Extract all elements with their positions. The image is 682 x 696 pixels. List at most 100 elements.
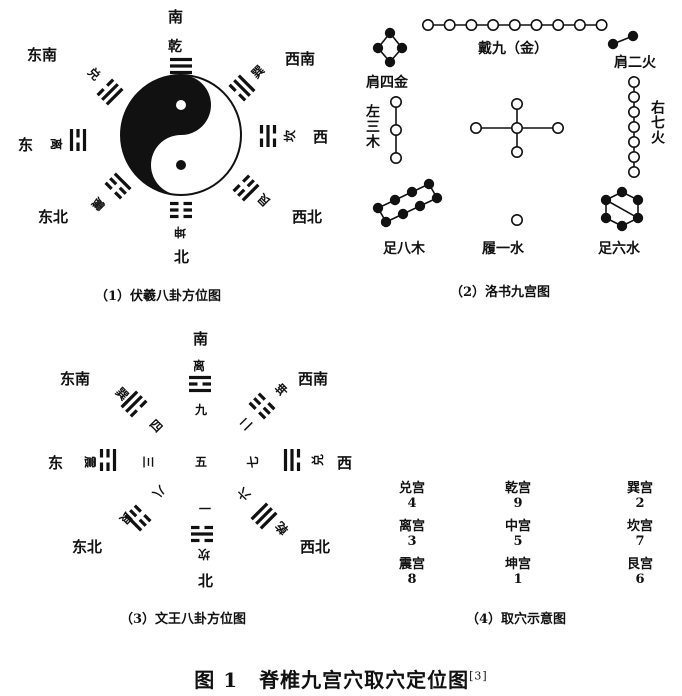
dot-nine (573, 18, 586, 31)
p1-dir-se: 东南 (27, 46, 58, 64)
connector-line (385, 197, 438, 223)
p1-trigram-name-e: 离 (49, 137, 64, 151)
taiji-yang-eye (176, 160, 186, 170)
p1-trigram-nw (232, 174, 260, 202)
palace-number: 7 (635, 533, 645, 549)
p1-dir-e: 东 (18, 136, 34, 154)
palace-number: 8 (407, 571, 417, 587)
palace-number: 1 (513, 571, 523, 587)
p1-trigram-name-s: 乾 (168, 39, 182, 55)
p3-number-w: 七 (246, 455, 261, 469)
palace-name: 巽宫 (626, 481, 653, 496)
trigram-line (76, 142, 80, 151)
dot-six (600, 212, 612, 224)
taiji-yin-half (121, 75, 211, 195)
trigram-line (125, 395, 143, 413)
p2-label-bottom-right: 足六水 (598, 241, 640, 257)
p3-dir-sw: 西南 (298, 370, 329, 388)
palace-number: 9 (513, 495, 523, 511)
p3-trigram-se (120, 390, 148, 418)
trigram-line (183, 208, 192, 212)
trigram-line (170, 208, 179, 212)
dot-seven (627, 151, 640, 164)
trigram-line (189, 388, 211, 393)
trigram-line (101, 83, 119, 101)
p3-trigram-e (99, 449, 117, 471)
trigram-line (257, 392, 266, 401)
p3-trigram-name-n: 坎 (198, 547, 211, 561)
p3-dir-nw: 西北 (300, 538, 331, 556)
p3-dir-se: 东南 (60, 370, 91, 388)
p3-trigram-sw (248, 392, 276, 420)
dot-eight (389, 194, 401, 206)
p3-caption: （3）文王八卦方位图 (120, 612, 247, 627)
trigram-line (189, 382, 198, 386)
p3-trigram-w (283, 449, 301, 471)
trigram-line (138, 518, 147, 527)
trigram-line (170, 201, 179, 206)
figure-reference: [3] (469, 669, 488, 683)
trigram-line (82, 129, 87, 151)
trigram-line (112, 449, 117, 471)
dot-eight (423, 178, 435, 190)
dot-five (510, 98, 523, 111)
dot-seven (627, 121, 640, 134)
p1-trigram-w (259, 125, 277, 147)
trigram-line (296, 462, 301, 471)
trigram-line (204, 525, 213, 530)
dot-six (632, 194, 644, 206)
p2-label-bottom-left: 足八木 (383, 241, 425, 257)
p3-trigram-ne (124, 504, 152, 532)
dot-seven (627, 166, 640, 179)
p1-trigram-s (170, 57, 192, 75)
p2-label-bottom: 履一水 (482, 241, 524, 257)
palace-name: 离宫 (398, 519, 425, 534)
trigram-line (104, 181, 113, 190)
trigram-line (259, 511, 278, 530)
p1-dir-sw: 西南 (285, 50, 316, 68)
trigram-line (170, 64, 192, 68)
dot-two (607, 38, 619, 50)
p2-label-left: 左三木 (364, 104, 380, 149)
figure-title-text: 图 1 脊椎九宫穴取穴定位图 (194, 668, 470, 692)
dot-six (616, 186, 628, 198)
palace-name: 乾宫 (504, 481, 531, 496)
p3-number-e: 三 (141, 455, 156, 469)
trigram-line (96, 88, 105, 97)
p2-label-top: 戴九（金） (478, 41, 548, 57)
trigram-line (118, 186, 127, 195)
p1-trigram-e (69, 129, 87, 151)
trigram-line (114, 191, 123, 200)
dot-seven (627, 76, 640, 89)
trigram-line (262, 406, 271, 415)
p1-trigram-ne (104, 172, 132, 200)
connector-line (377, 183, 430, 209)
trigram-line (250, 502, 269, 521)
trigram-line (267, 402, 276, 411)
palace-name: 中宫 (504, 519, 531, 534)
trigram-line (143, 514, 152, 523)
dot-two (627, 30, 639, 42)
dot-seven (627, 106, 640, 119)
palace-number: 3 (407, 533, 417, 549)
dot-four (384, 56, 396, 68)
trigram-line (109, 177, 118, 186)
dot-eight (431, 192, 443, 204)
palace-number: 4 (407, 495, 417, 511)
trigram-line (113, 172, 132, 191)
trigram-line (259, 125, 264, 134)
dot-nine (487, 18, 500, 31)
palace-name: 震宫 (398, 557, 425, 572)
trigram-line (120, 390, 139, 409)
palace-number: 6 (635, 571, 645, 587)
trigram-line (129, 509, 138, 518)
p1-trigram-name-n: 坤 (174, 225, 187, 239)
p1-trigram-se (96, 78, 124, 106)
dot-four (396, 42, 408, 54)
